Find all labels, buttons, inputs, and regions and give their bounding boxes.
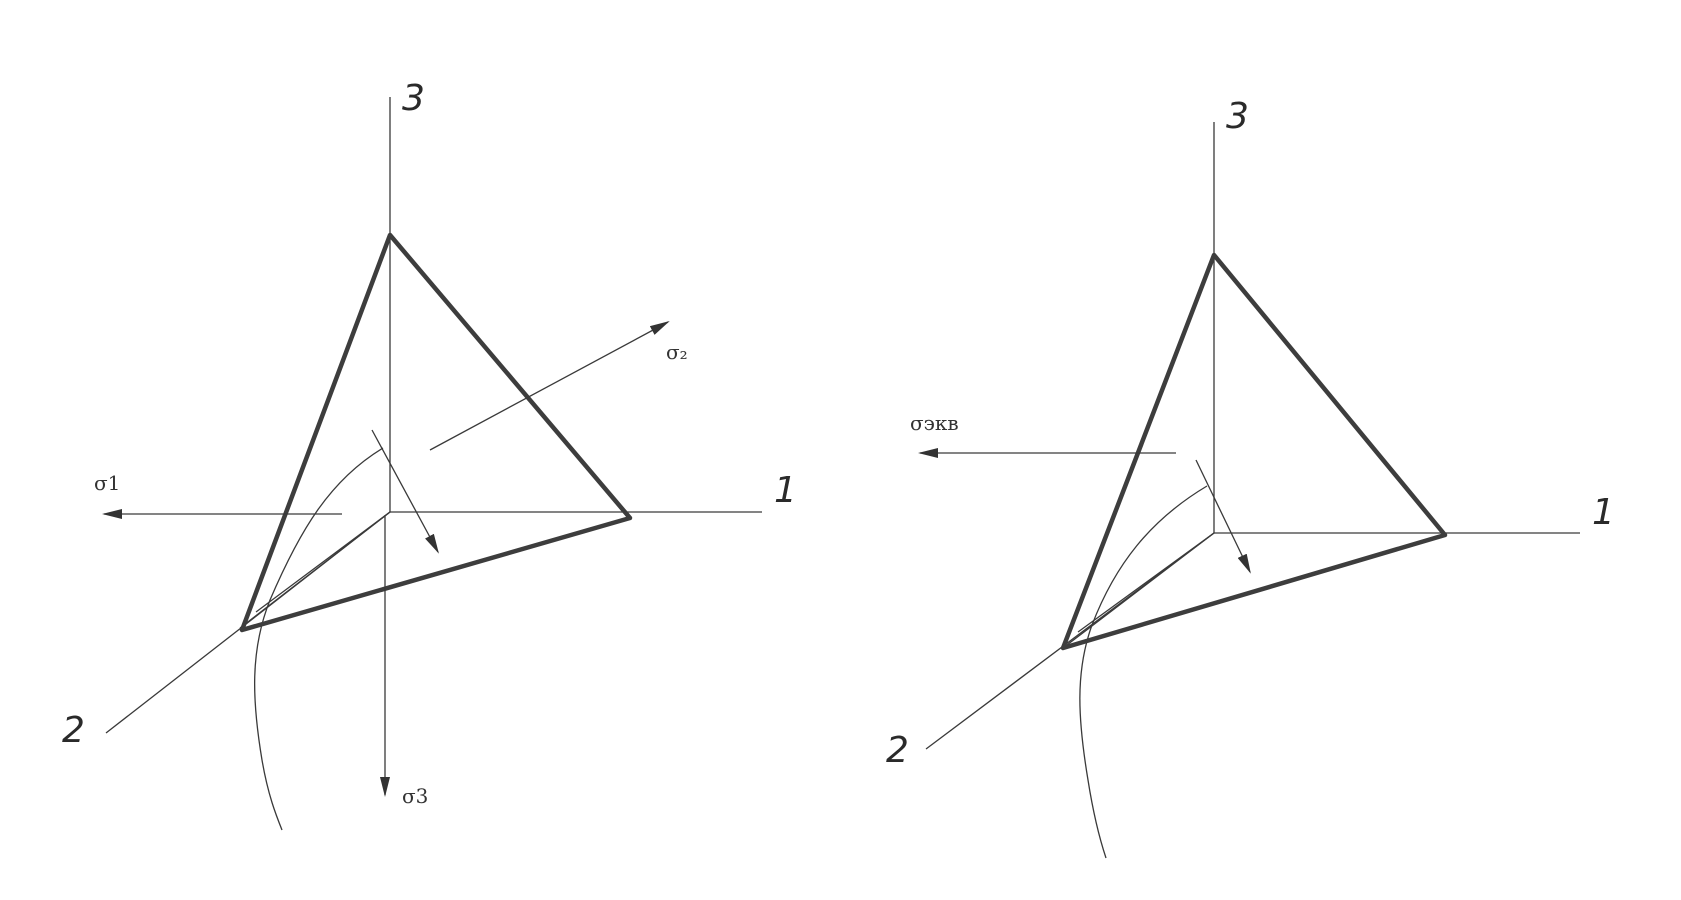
normal-arrow — [371, 429, 439, 554]
sigma-2-arrow — [429, 321, 670, 451]
right-figure: 3 1 2 σэкв — [886, 96, 1615, 859]
left-figure: 3 1 2 σ1 σ₂ σ3 — [62, 78, 797, 831]
axis-2-label: 2 — [886, 730, 909, 771]
sigma-3-label: σ3 — [402, 784, 428, 808]
axis-3-label: 3 — [1226, 96, 1249, 137]
curve-line — [253, 447, 384, 831]
origin-ray-steep — [239, 511, 391, 629]
axis-3-label: 3 — [402, 78, 425, 119]
normal-arrow — [1195, 459, 1251, 574]
octahedral-plane-triangle — [239, 232, 633, 633]
sigma-2-label: σ₂ — [666, 340, 688, 364]
sigma-eq-label: σэкв — [910, 411, 959, 435]
axis-1-label: 1 — [774, 470, 797, 511]
origin-ray-steep — [1062, 532, 1215, 649]
curve-line — [1079, 485, 1208, 859]
axis-2-label: 2 — [62, 710, 85, 751]
axis-1-label: 1 — [1592, 492, 1615, 533]
octahedral-plane-triangle — [1060, 252, 1448, 651]
sigma-1-label: σ1 — [94, 471, 120, 495]
